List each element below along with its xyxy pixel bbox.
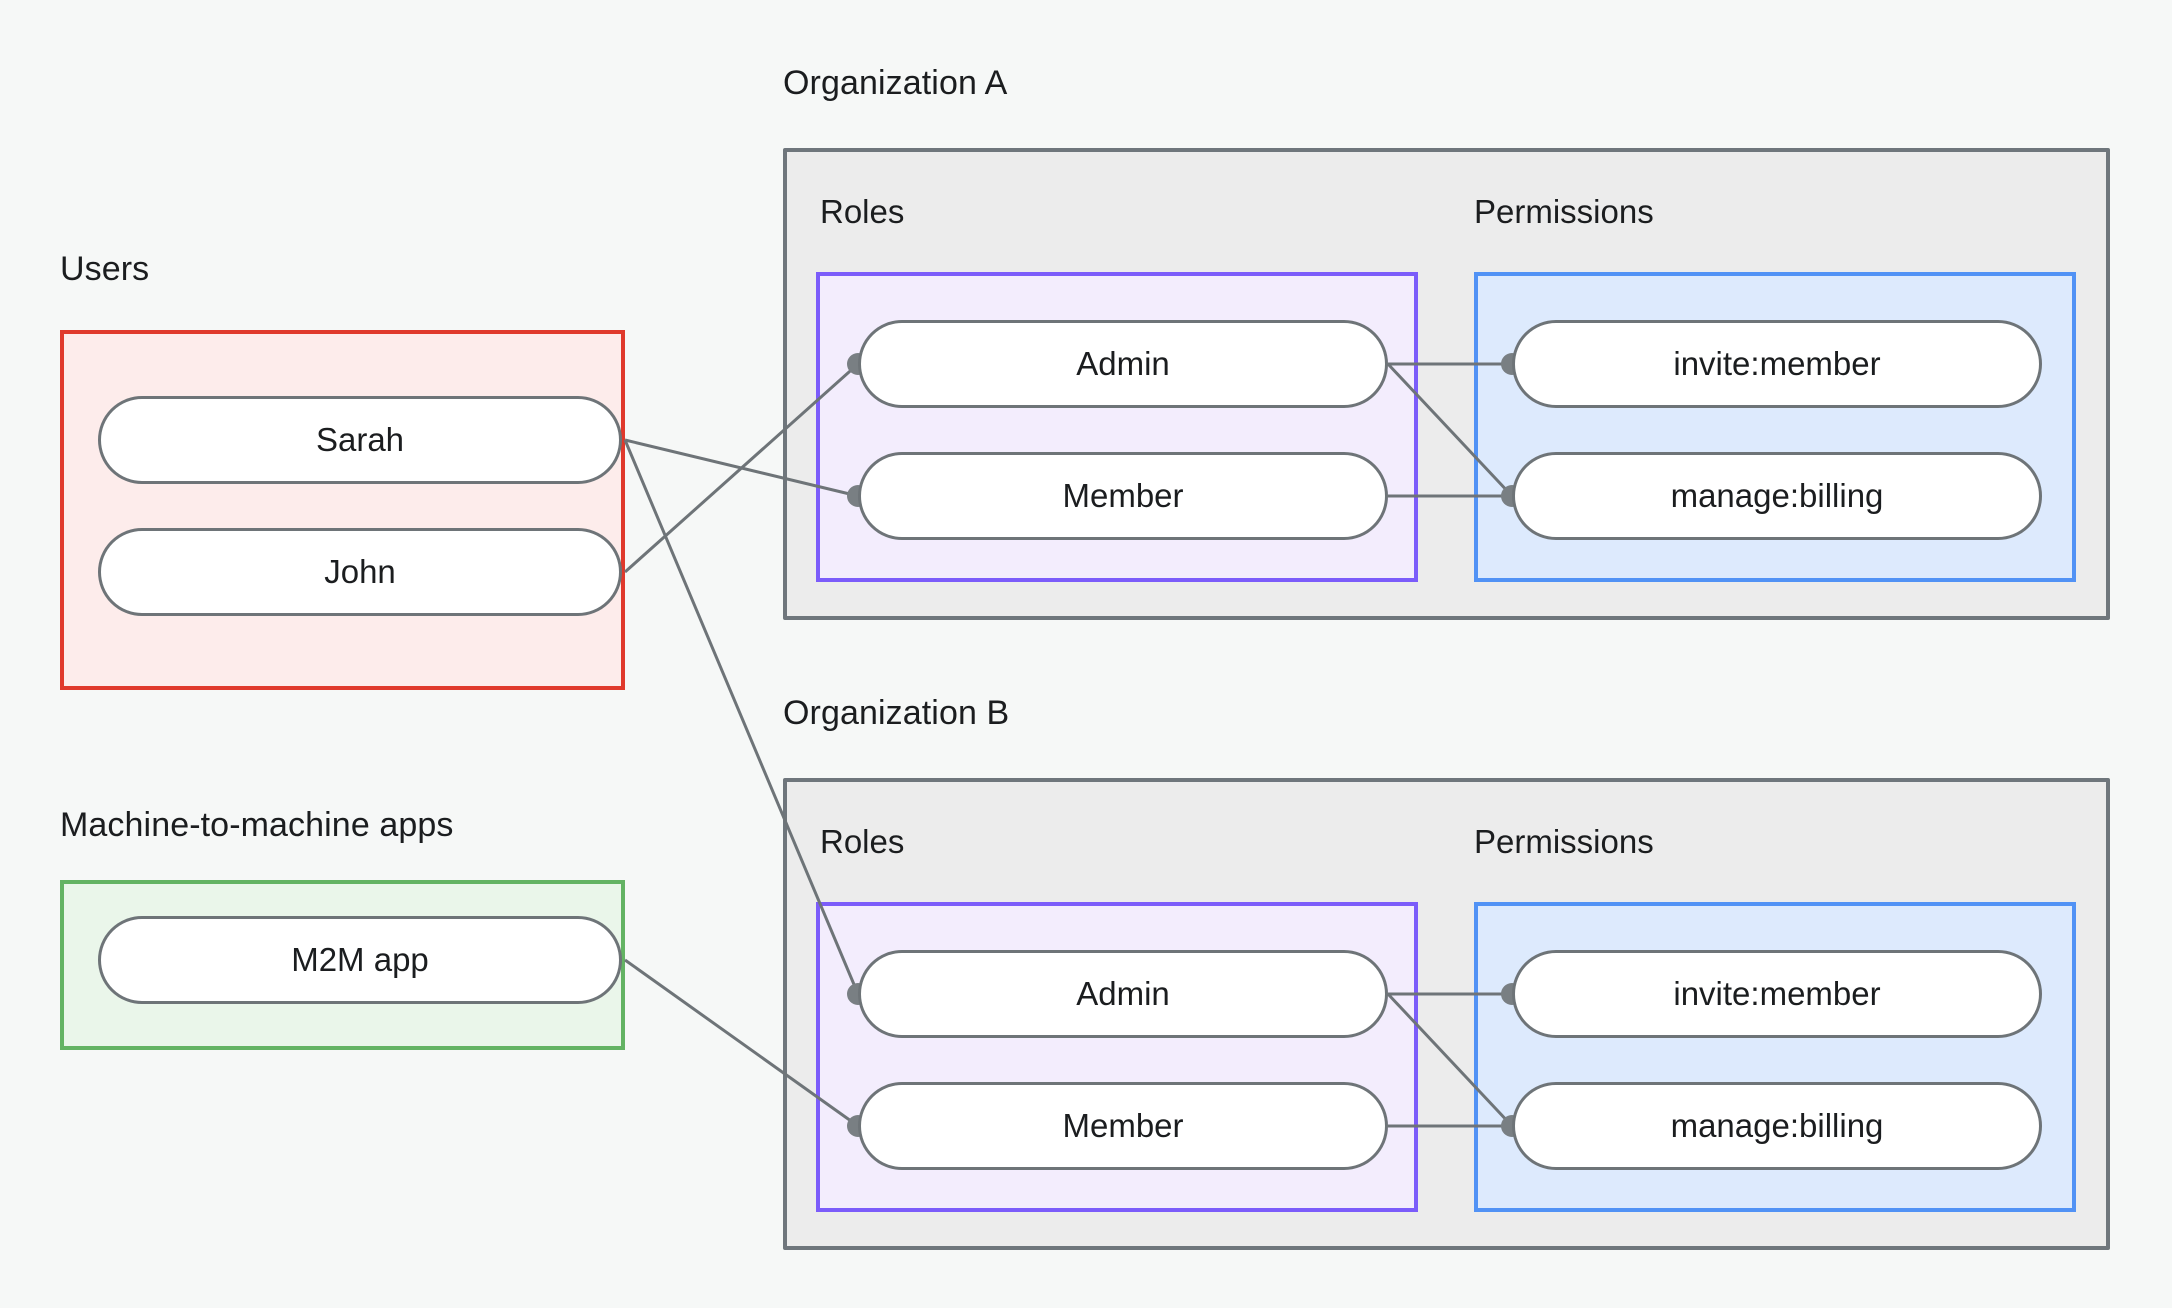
- node-org-b-permission-manage-billing[interactable]: manage:billing: [1512, 1082, 2042, 1170]
- node-org-a-permission-invite-member[interactable]: invite:member: [1512, 320, 2042, 408]
- node-m2m-app[interactable]: M2M app: [98, 916, 622, 1004]
- node-org-b-role-member[interactable]: Member: [858, 1082, 1388, 1170]
- users-group-label: Users: [60, 250, 150, 288]
- node-org-a-role-member[interactable]: Member: [858, 452, 1388, 540]
- users-group-box: [60, 330, 625, 690]
- organization-b-permissions-label: Permissions: [1474, 823, 1654, 860]
- organization-a-roles-label: Roles: [820, 193, 905, 230]
- m2m-group-label: Machine-to-machine apps: [60, 806, 454, 844]
- node-org-a-permission-manage-billing[interactable]: manage:billing: [1512, 452, 2042, 540]
- node-org-b-permission-invite-member[interactable]: invite:member: [1512, 950, 2042, 1038]
- node-sarah[interactable]: Sarah: [98, 396, 622, 484]
- organization-b-roles-label: Roles: [820, 823, 905, 860]
- node-org-b-role-admin[interactable]: Admin: [858, 950, 1388, 1038]
- organization-a-permissions-label: Permissions: [1474, 193, 1654, 230]
- organization-a-label: Organization A: [783, 64, 1008, 102]
- organization-b-label: Organization B: [783, 694, 1010, 732]
- node-john[interactable]: John: [98, 528, 622, 616]
- node-org-a-role-admin[interactable]: Admin: [858, 320, 1388, 408]
